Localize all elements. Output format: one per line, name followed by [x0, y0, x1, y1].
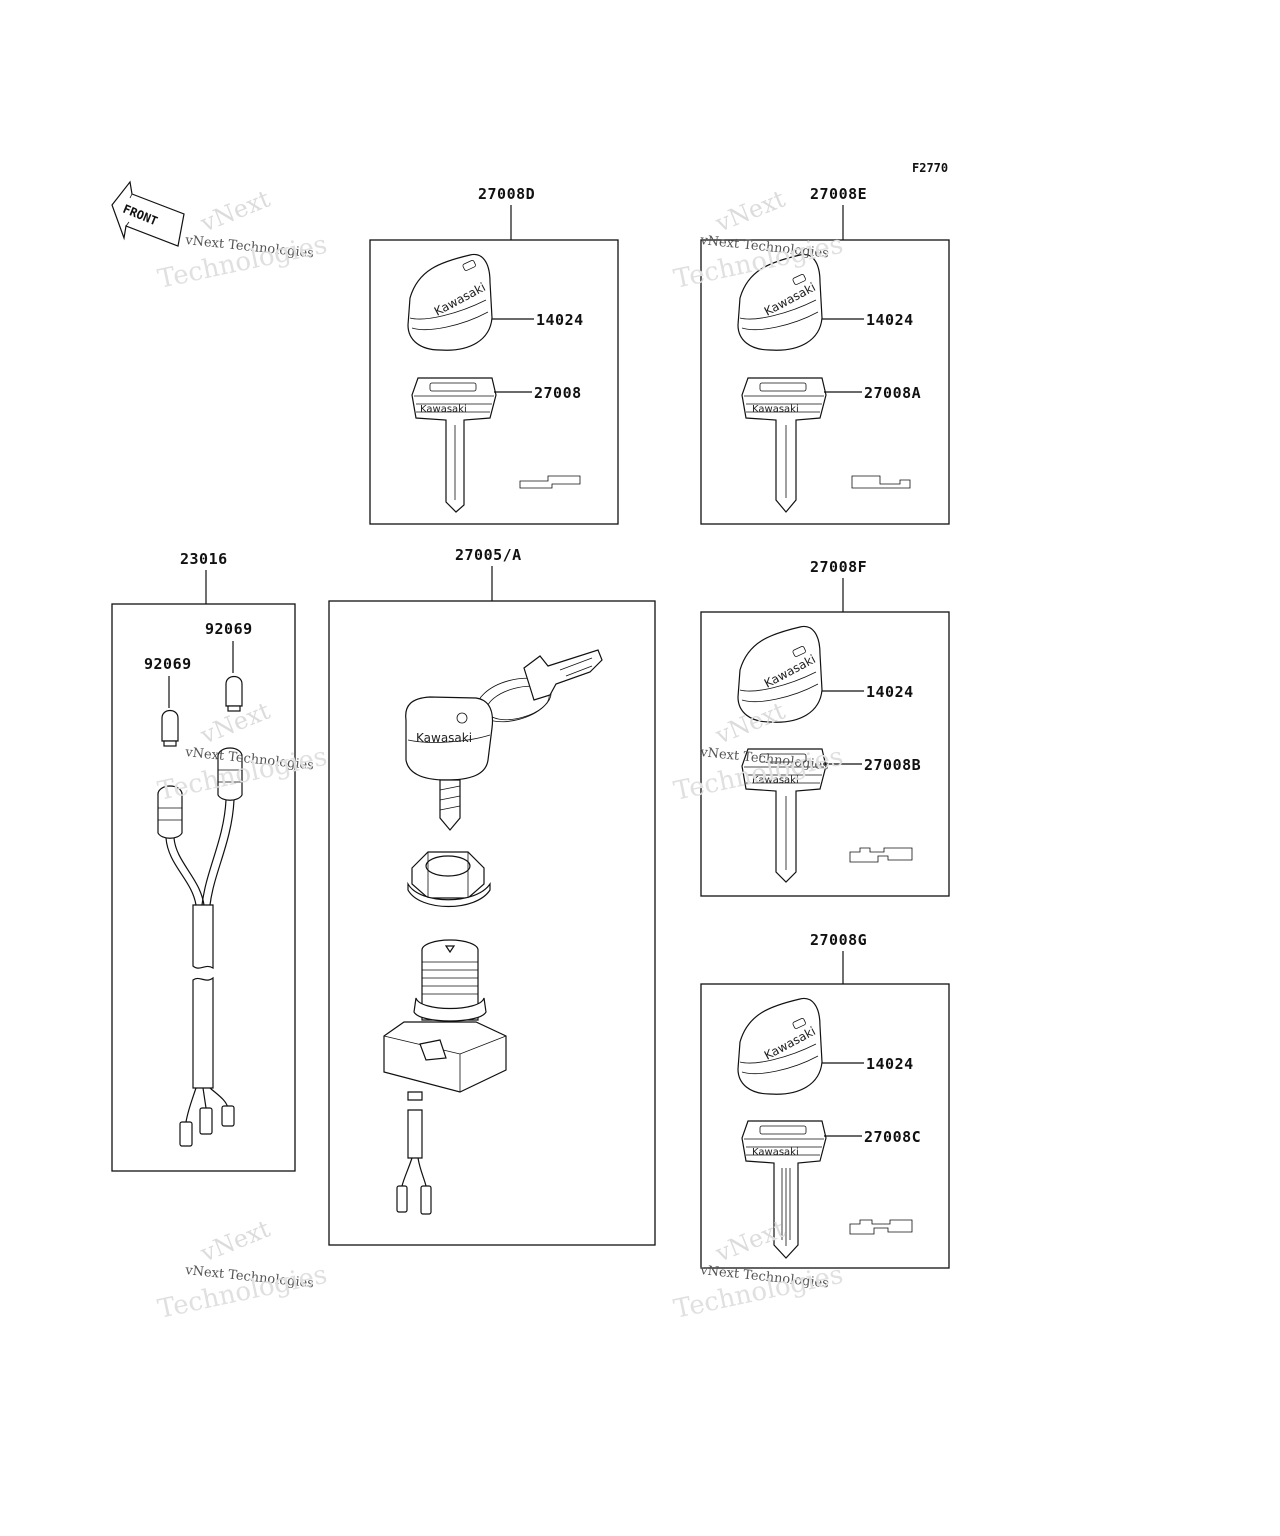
key-set-27008d: 27008D Kawasaki 14024 Kawasaki 27008 — [369, 185, 619, 525]
bulb-upper-part: 92069 — [205, 620, 253, 638]
bulb-socket-icon — [217, 747, 243, 801]
set-g-key-part: 27008C — [864, 1128, 921, 1146]
ignition-key-icon: Kawasaki — [405, 649, 603, 831]
set-d-key-part: 27008 — [534, 384, 582, 402]
watermark-bottom-right: vNext vNext Technologies Technologies — [671, 1215, 846, 1325]
watermark-line1: vNext — [711, 185, 789, 238]
key-brand: Kawasaki — [752, 1147, 799, 1158]
key-cut-profile-icon — [849, 1219, 913, 1235]
set-f-number: 27008F — [810, 558, 867, 576]
key-knob-icon: Kawasaki — [737, 253, 823, 351]
set-e-number: 27008E — [810, 185, 867, 203]
key-set-27008e: 27008E Kawasaki 14024 Kawasaki 27008A — [700, 185, 950, 525]
set-g-knob-part: 14024 — [866, 1055, 914, 1073]
set-g-number: 27008G — [810, 931, 867, 949]
key-blank-icon: Kawasaki — [741, 1120, 827, 1259]
key-knob-icon: Kawasaki — [407, 253, 493, 351]
watermark-line1: vNext — [711, 1215, 789, 1268]
key-brand: Kawasaki — [752, 404, 799, 415]
ignition-number: 27005/A — [455, 546, 522, 564]
key-blank-icon: Kawasaki — [741, 748, 827, 883]
key-cut-profile-icon — [851, 475, 911, 489]
key-blank-icon: Kawasaki — [411, 377, 497, 513]
key-cut-profile-icon — [849, 847, 913, 863]
key-set-27008f: 27008F Kawasaki 14024 Kawasaki 27008B — [700, 558, 950, 897]
harness-number: 23016 — [180, 550, 228, 568]
key-blank-icon: Kawasaki — [741, 377, 827, 513]
key-cut-profile-icon — [519, 475, 581, 489]
ignition-switch-27005a: 27005/A Kawasaki — [328, 546, 656, 1246]
watermark-top-left: vNext vNext Technologies Technologies — [155, 185, 330, 295]
key-brand: Kawasaki — [752, 775, 799, 786]
harness-23016: 23016 92069 92069 — [111, 550, 296, 1172]
bulb-icon — [225, 675, 243, 712]
set-f-knob-part: 14024 — [866, 683, 914, 701]
terminal-icon — [396, 1185, 432, 1215]
set-d-knob-part: 14024 — [536, 311, 584, 329]
set-e-knob-part: 14024 — [866, 311, 914, 329]
ignition-key-brand: Kawasaki — [416, 731, 472, 745]
set-f-key-part: 27008B — [864, 756, 921, 774]
lock-nut-icon — [407, 851, 491, 907]
key-set-27008g: 27008G Kawasaki 14024 Kawasaki 27008C — [700, 931, 950, 1269]
watermark-bottom-left: vNext vNext Technologies Technologies — [155, 1215, 330, 1325]
switch-body-icon — [383, 939, 507, 1093]
bulb-socket-icon — [157, 785, 183, 839]
figure-code: F2770 — [912, 161, 948, 175]
key-brand: Kawasaki — [420, 404, 467, 415]
bulb-icon — [161, 709, 179, 747]
watermark-line1: vNext — [196, 1215, 274, 1268]
key-knob-icon: Kawasaki — [737, 997, 823, 1095]
set-e-key-part: 27008A — [864, 384, 921, 402]
key-knob-icon: Kawasaki — [737, 625, 823, 723]
watermark-line1: vNext — [196, 185, 274, 238]
set-d-number: 27008D — [478, 185, 535, 203]
front-arrow-icon: FRONT — [111, 180, 185, 247]
terminal-icon — [179, 1105, 235, 1147]
bulb-lower-part: 92069 — [144, 655, 192, 673]
